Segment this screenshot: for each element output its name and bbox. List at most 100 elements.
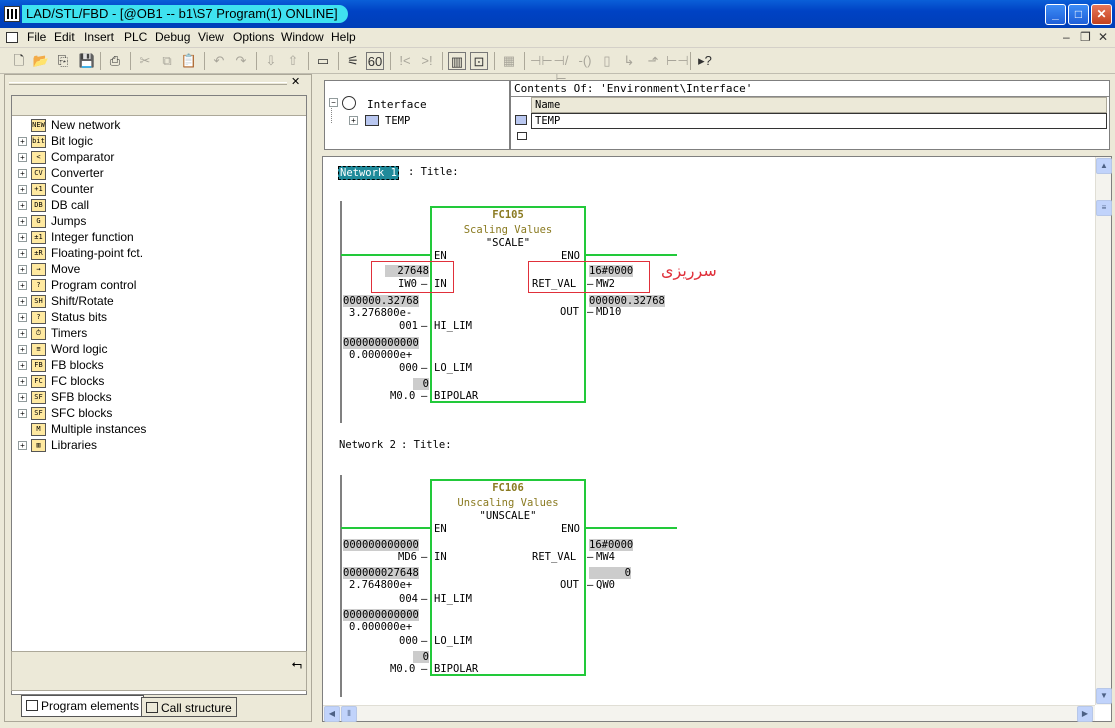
contact-nc-icon[interactable]: ⊣/⊢ (553, 53, 569, 86)
expand-icon[interactable]: + (18, 376, 27, 386)
tree-item[interactable]: +<Comparator (18, 149, 114, 165)
expand-icon[interactable]: + (18, 184, 27, 194)
mdi-close-button[interactable]: ✕ (1098, 30, 1109, 44)
expand-icon[interactable]: + (18, 408, 27, 418)
menu-view[interactable]: View (198, 30, 224, 44)
menu-edit[interactable]: Edit (54, 30, 75, 44)
expand-icon[interactable]: + (18, 264, 27, 274)
scroll-left-icon[interactable]: ◀ (324, 706, 340, 722)
expand-icon[interactable]: + (18, 296, 27, 306)
expand-icon[interactable]: + (18, 392, 27, 402)
document-icon[interactable] (6, 32, 18, 43)
toggle-icon[interactable]: ⮢ (291, 656, 302, 671)
fc105-lo-addr[interactable]: 000 (399, 362, 418, 374)
tree-item[interactable]: +?Program control (18, 277, 136, 293)
fc105-bipolar-addr[interactable]: M0.0 (390, 390, 416, 402)
upload-icon[interactable]: ⇧ (287, 53, 299, 68)
panel-close-icon[interactable]: ✕ (291, 76, 301, 88)
menu-file[interactable]: File (27, 30, 47, 44)
network-2-label[interactable]: Network 2 (339, 439, 396, 451)
fc106-lo-addr[interactable]: 000 (399, 635, 418, 647)
tree-item[interactable]: +▥Libraries (18, 437, 97, 453)
branch-close-icon[interactable]: ⬏ (647, 53, 659, 68)
tab-call-structure[interactable]: Call structure (141, 697, 237, 717)
coil-icon[interactable]: -() (578, 53, 592, 68)
undo-icon[interactable]: ↶ (213, 53, 225, 68)
network-1-label[interactable]: Network 1 (338, 166, 399, 180)
online-icon[interactable]: ▭ (316, 53, 330, 68)
expand-icon[interactable]: + (18, 344, 27, 354)
expand-icon[interactable]: + (18, 280, 27, 290)
menu-options[interactable]: Options (233, 30, 275, 44)
close-button[interactable]: ✕ (1091, 4, 1112, 25)
expand-icon[interactable]: + (18, 168, 27, 178)
menu-debug[interactable]: Debug (155, 30, 191, 44)
expand-icon[interactable]: + (18, 200, 27, 210)
help-icon[interactable]: ▸? (698, 53, 712, 68)
branch-open-icon[interactable]: ↳ (623, 53, 635, 68)
download-icon[interactable]: ⇩ (265, 53, 277, 68)
connection-icon[interactable]: ⊢⊣ (666, 53, 689, 68)
fc105-in-addr[interactable]: IW0 (398, 278, 417, 290)
menu-plc[interactable]: PLC (124, 30, 148, 44)
contact-no-icon[interactable]: ⊣⊢ (530, 53, 553, 68)
print-icon[interactable]: ⎙ (109, 53, 121, 68)
fc106-bipolar-addr[interactable]: M0.0 (390, 663, 416, 675)
redo-icon[interactable]: ↷ (235, 53, 247, 68)
expand-icon[interactable]: + (18, 216, 27, 226)
mdi-minimize-button[interactable]: – (1063, 30, 1070, 44)
expand-icon[interactable]: + (18, 232, 27, 242)
scroll-down-icon[interactable]: ▼ (1096, 688, 1112, 704)
tree-item[interactable]: +?Status bits (18, 309, 107, 325)
cut-icon[interactable]: ✂ (139, 53, 151, 68)
tree-item[interactable]: +≡Word logic (18, 341, 107, 357)
menu-window[interactable]: Window (281, 30, 324, 44)
interface-root[interactable]: Interface (367, 98, 427, 111)
prev-icon[interactable]: !< (399, 53, 411, 68)
fc106-hi-addr[interactable]: 004 (399, 593, 418, 605)
new-icon[interactable]: 🗋 (13, 53, 25, 68)
horizontal-scrollbar[interactable]: ◀ ⦀ ▶ (323, 705, 1095, 722)
vertical-scrollbar[interactable]: ▲ ≡ ▼ (1095, 157, 1112, 705)
expand-icon[interactable]: + (18, 440, 27, 450)
expand-icon[interactable]: + (18, 312, 27, 322)
scroll-right-icon[interactable]: ▶ (1077, 706, 1093, 722)
next-icon[interactable]: >! (421, 53, 433, 68)
fc106-in-addr[interactable]: MD6 (398, 551, 417, 563)
minimize-button[interactable]: _ (1045, 4, 1066, 25)
monitor-icon[interactable]: ⚟ (347, 53, 359, 68)
save-icon[interactable]: 💾 (78, 53, 96, 68)
network-icon[interactable]: ⎘ (57, 53, 69, 68)
expand-icon[interactable]: + (18, 248, 27, 258)
open-icon[interactable]: 📂 (32, 53, 50, 68)
glasses-icon[interactable]: 60 (366, 52, 384, 70)
tab-program-elements[interactable]: Program elements (21, 695, 145, 717)
expand-icon[interactable]: + (18, 152, 27, 162)
network-insert-icon[interactable]: ▦ (502, 53, 516, 68)
maximize-button[interactable]: □ (1068, 4, 1089, 25)
vertical-scroll-thumb[interactable]: ≡ (1096, 200, 1112, 216)
expand-icon[interactable]: + (18, 136, 27, 146)
tree-item[interactable]: +→Move (18, 261, 80, 277)
menu-help[interactable]: Help (331, 30, 356, 44)
scroll-up-icon[interactable]: ▲ (1096, 158, 1112, 174)
horizontal-scroll-thumb[interactable]: ⦀ (341, 706, 357, 722)
fc105-ret-addr[interactable]: MW2 (596, 278, 615, 290)
expand-icon[interactable]: + (18, 328, 27, 338)
fc105-out-addr[interactable]: MD10 (596, 306, 622, 318)
fc106-out-addr[interactable]: QW0 (596, 579, 615, 591)
fc106-ret-addr[interactable]: MW4 (596, 551, 615, 563)
